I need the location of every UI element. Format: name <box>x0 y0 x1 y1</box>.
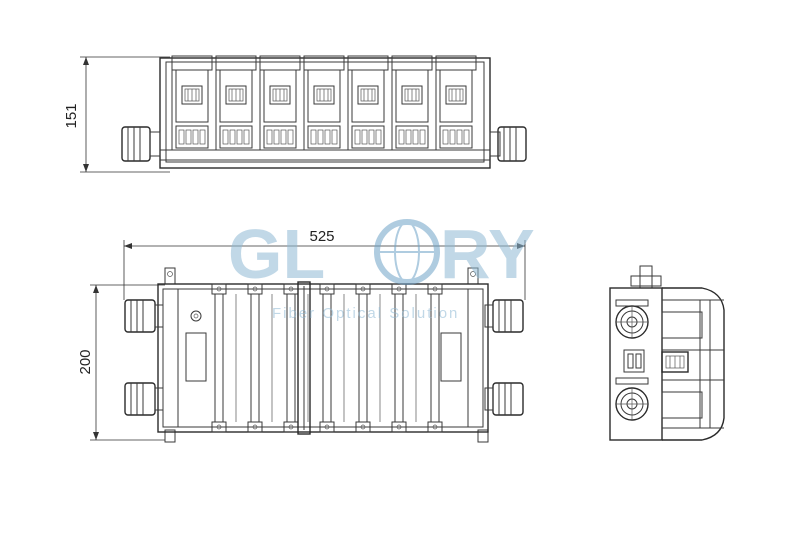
dimension-label-525: 525 <box>309 228 334 245</box>
side-module <box>303 55 345 150</box>
end-upper-port <box>615 299 649 339</box>
dimension-label-151: 151 <box>63 103 80 128</box>
top-rail <box>283 283 309 433</box>
top-left-lower-gland <box>124 382 164 416</box>
dimension-label-200: 200 <box>77 349 94 374</box>
top-right-lower-gland <box>484 382 524 416</box>
top-view: 525 200 <box>77 228 526 443</box>
top-rail <box>391 283 417 433</box>
top-rail <box>211 283 237 433</box>
side-module <box>171 55 213 150</box>
side-module <box>347 55 389 150</box>
top-rail <box>319 283 345 433</box>
side-module <box>259 55 301 150</box>
dimension-length: 525 <box>123 228 526 300</box>
end-lower-port <box>615 377 649 421</box>
top-left-upper-gland <box>124 299 164 333</box>
side-right-gland <box>489 126 527 162</box>
side-splice-modules <box>171 55 477 150</box>
dimension-width-top: 200 <box>77 284 165 441</box>
watermark-brand-left: GL <box>228 215 325 293</box>
brand-watermark: GL RY Fiber Optical Solution <box>228 215 535 322</box>
side-module <box>391 55 433 150</box>
top-rail <box>247 283 273 433</box>
end-view <box>609 265 725 441</box>
dimension-height-side: 151 <box>63 56 170 173</box>
top-splice-rails <box>211 281 443 435</box>
side-module <box>215 55 257 150</box>
top-rail <box>355 283 381 433</box>
watermark-tagline: Fiber Optical Solution <box>272 305 459 322</box>
top-center-clamp <box>297 281 311 435</box>
top-rail <box>427 283 443 433</box>
top-right-upper-gland <box>484 299 524 333</box>
side-left-gland <box>121 126 161 162</box>
end-middle-connector <box>623 349 689 373</box>
side-view: 151 <box>63 55 527 173</box>
globe-icon <box>374 219 440 285</box>
watermark-brand-right: RY <box>440 215 535 293</box>
side-module <box>435 55 477 150</box>
